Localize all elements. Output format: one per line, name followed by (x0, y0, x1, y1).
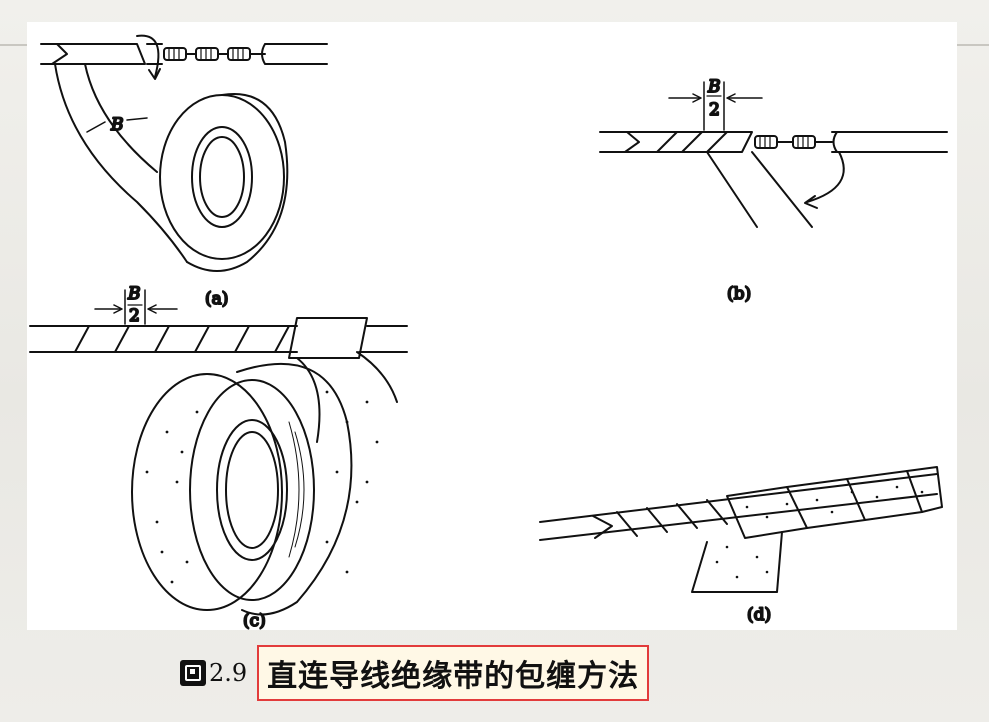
half-width-numerator-b: B (707, 77, 721, 97)
subfigure-c (29, 289, 408, 616)
half-width-denominator-b: 2 (709, 100, 720, 120)
subfigure-b (599, 81, 948, 228)
width-label-a: B (110, 115, 124, 135)
figure-caption: 2.9 直连导线绝缘带的包缠方法 (180, 645, 650, 701)
panel-label-b: (b) (727, 284, 751, 304)
wrapping-diagram: B (a) B 2 (b) (29, 34, 948, 630)
figure-panel: B (a) B 2 (b) (27, 22, 957, 630)
figure-icon (180, 660, 206, 686)
panel-label-a: (a) (205, 289, 228, 309)
half-width-denominator-c: 2 (129, 306, 140, 326)
subfigure-a (40, 34, 328, 272)
panel-label-d: (d) (747, 605, 771, 625)
subfigure-d (539, 466, 943, 593)
half-width-numerator-c: B (127, 284, 141, 304)
figure-number: 2.9 (209, 659, 248, 687)
panel-label-c: (c) (243, 611, 266, 630)
figure-title: 直连导线绝缘带的包缠方法 (257, 645, 650, 701)
